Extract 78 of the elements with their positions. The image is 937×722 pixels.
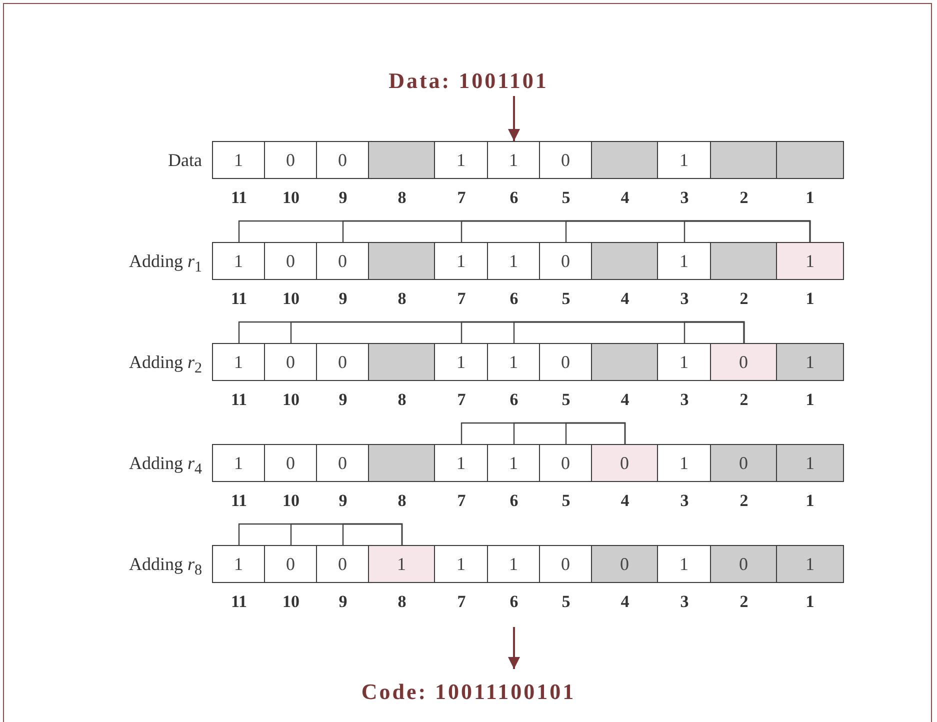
heading-text: Data: 1001101 — [0, 68, 937, 94]
bit-position-number: 6 — [508, 491, 520, 511]
bit-position-number: 6 — [508, 188, 520, 208]
bit-position-number: 3 — [679, 491, 690, 511]
row-label: Adding r$_{2}$ — [128, 351, 202, 379]
bit-cell: 0 — [592, 546, 658, 582]
bit-position-number: 10 — [282, 188, 300, 208]
bit-position-number: 3 — [679, 289, 690, 309]
bit-position-number: 11 — [230, 390, 248, 410]
bit-position-number: 11 — [230, 592, 248, 612]
bit-position-number: 4 — [620, 390, 630, 410]
bit-position-number: 9 — [338, 592, 348, 612]
row-label: Adding r$_{8}$ — [128, 553, 202, 581]
bit-position-number: 9 — [338, 289, 348, 309]
bit-position-number: 10 — [282, 390, 300, 410]
bit-position-number: 1 — [804, 491, 816, 511]
bit-position-number: 5 — [560, 188, 572, 208]
bit-position-number: 7 — [456, 592, 467, 612]
bit-position-number: 1 — [804, 592, 816, 612]
bit-position-number: 4 — [620, 592, 630, 612]
bit-cell: 1 — [369, 546, 435, 582]
arrow — [508, 96, 520, 141]
bit-cell: 1 — [777, 445, 843, 481]
bit-position-number: 10 — [282, 592, 300, 612]
parity-bracket — [565, 422, 626, 444]
bit-cell: 0 — [711, 546, 777, 582]
arrow — [508, 627, 520, 669]
bit-position-number: 5 — [560, 592, 572, 612]
bit-position-number: 2 — [738, 390, 750, 410]
bit-position-number: 11 — [230, 491, 248, 511]
bit-position-number: 9 — [338, 390, 348, 410]
bit-position-number: 6 — [508, 592, 520, 612]
bit-position-number: 2 — [738, 289, 750, 309]
parity-bracket — [684, 321, 745, 343]
bit-position-number: 2 — [738, 592, 750, 612]
bit-position-number: 1 — [804, 390, 816, 410]
bit-position-number: 8 — [396, 188, 408, 208]
bit-position-number: 8 — [396, 390, 408, 410]
bit-cell: 1 — [777, 344, 843, 380]
bit-position-number: 2 — [738, 491, 750, 511]
bit-position-number: 7 — [456, 188, 467, 208]
bit-position-number: 4 — [620, 188, 630, 208]
bit-position-number: 11 — [230, 188, 248, 208]
bit-cell: 1 — [777, 546, 843, 582]
bit-position-number: 4 — [620, 491, 630, 511]
heading-text: Code: 10011100101 — [0, 679, 937, 705]
bit-position-number: 10 — [282, 491, 300, 511]
bit-position-number: 5 — [560, 491, 572, 511]
parity-bracket — [342, 523, 403, 545]
bit-position-number: 9 — [338, 491, 348, 511]
bit-position-number: 7 — [456, 289, 467, 309]
bit-position-number: 10 — [282, 289, 300, 309]
bit-position-number: 6 — [508, 390, 520, 410]
bit-position-number: 5 — [560, 289, 572, 309]
bit-position-number: 8 — [396, 289, 408, 309]
row-label: Adding r$_{1}$ — [128, 250, 202, 278]
bit-position-number: 2 — [738, 188, 750, 208]
bit-position-number: 7 — [456, 491, 467, 511]
bit-cell: 1 — [777, 243, 843, 279]
bit-position-number: 11 — [230, 289, 248, 309]
bit-position-number: 3 — [679, 390, 690, 410]
bit-cell: 0 — [592, 445, 658, 481]
bit-position-number: 4 — [620, 289, 630, 309]
bit-cell: 0 — [711, 445, 777, 481]
bit-position-number: 1 — [804, 188, 816, 208]
bit-position-number: 3 — [679, 592, 690, 612]
bit-position-number: 1 — [804, 289, 816, 309]
parity-bracket — [684, 220, 811, 242]
bit-position-number: 8 — [396, 491, 408, 511]
row-label: Data — [167, 149, 202, 171]
bit-position-number: 9 — [338, 188, 348, 208]
bit-position-number: 6 — [508, 289, 520, 309]
bit-position-number: 3 — [679, 188, 690, 208]
row-label: Adding r$_{4}$ — [128, 452, 202, 480]
bit-position-number: 8 — [396, 592, 408, 612]
bit-cell: 0 — [711, 344, 777, 380]
bit-position-number: 7 — [456, 390, 467, 410]
bit-position-number: 5 — [560, 390, 572, 410]
